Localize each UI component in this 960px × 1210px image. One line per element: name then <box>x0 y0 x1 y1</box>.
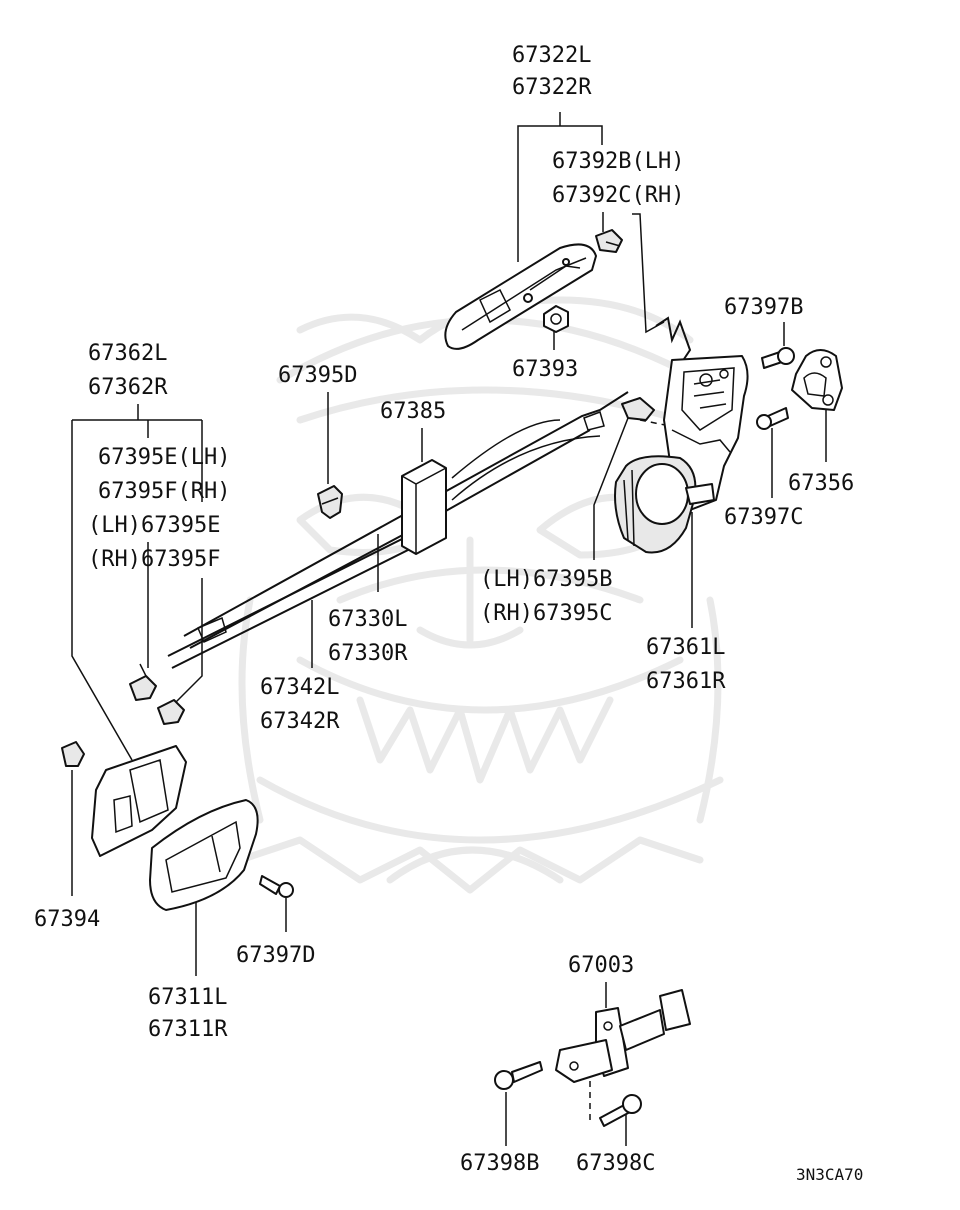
outside-handle <box>444 243 597 350</box>
striker-67356 <box>791 349 843 411</box>
label-67395BC: (LH)67395B(RH)67395C <box>480 567 612 626</box>
rod-clip-67392 <box>595 229 623 253</box>
diagram-code: 3N3CA70 <box>796 1165 863 1184</box>
handle-rod <box>655 316 692 363</box>
leader-lines <box>71 112 827 1146</box>
label-67393: 67393 <box>512 357 578 382</box>
watermark-logo <box>236 296 724 894</box>
cable-grommet-67385 <box>401 459 447 555</box>
label-67398C: 67398C <box>576 1151 655 1176</box>
label-67397B: 67397B <box>724 295 803 320</box>
label-67395EF: 67395E(LH)67395F(RH) <box>98 445 230 504</box>
inside-handle <box>149 799 259 911</box>
clip-67395D <box>317 485 343 519</box>
inside-handle-bracket <box>91 745 187 857</box>
label-67395D: 67395D <box>278 363 357 388</box>
screw-67397D <box>259 875 294 898</box>
label-67394: 67394 <box>34 907 100 932</box>
door-latch-assembly <box>614 355 749 554</box>
label-67397D: 67397D <box>236 943 315 968</box>
label-67392: 67392B(LH)67392C(RH) <box>552 149 684 208</box>
label-67395EF-alt: (LH)67395E(RH)67395F <box>88 513 220 572</box>
nut-67393 <box>543 305 569 333</box>
screw-67397C <box>756 407 789 430</box>
label-67385: 67385 <box>380 399 446 424</box>
screw-67397B <box>761 347 795 369</box>
door-check-67003 <box>555 989 691 1083</box>
clip-67394 <box>61 741 85 767</box>
cable-clip-67395B <box>621 397 655 421</box>
label-67003: 67003 <box>568 953 634 978</box>
label-67397C: 67397C <box>724 505 803 530</box>
bolt-67398B <box>494 1061 543 1090</box>
bolt-67398C <box>599 1094 642 1127</box>
label-67356: 67356 <box>788 471 854 496</box>
clip-67395E <box>129 663 157 701</box>
clip-67395F <box>157 699 185 725</box>
label-67398B: 67398B <box>460 1151 539 1176</box>
